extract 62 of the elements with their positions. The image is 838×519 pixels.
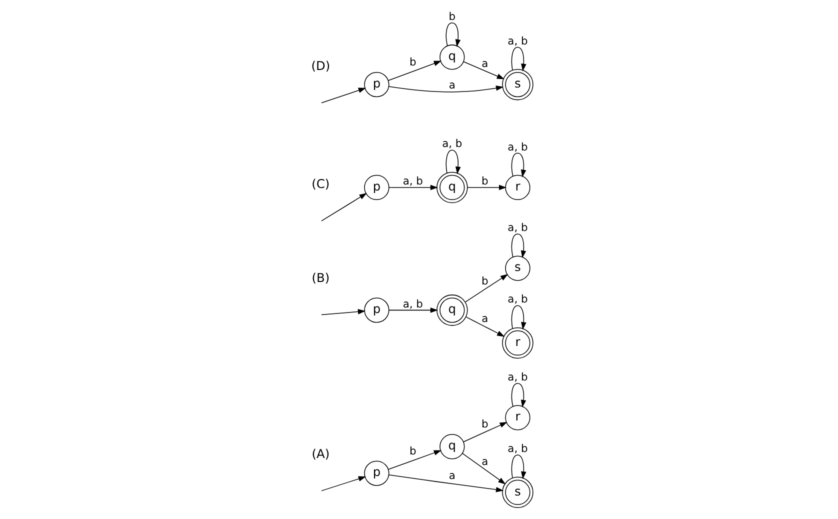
arrow	[321, 309, 366, 316]
label: (D)	[311, 58, 330, 73]
edge-label: a	[448, 468, 456, 482]
edge-label: b	[482, 418, 488, 431]
edge-label: b	[482, 274, 488, 288]
arrow	[467, 184, 507, 190]
node-circle: r	[505, 405, 530, 430]
edge-label: a	[482, 455, 488, 468]
arrow	[462, 453, 506, 484]
node-circle: r	[502, 327, 534, 359]
node-circle: s	[505, 256, 530, 281]
arrow	[321, 476, 366, 492]
arrow	[388, 474, 504, 492]
edge-label: a, b	[402, 297, 423, 310]
edge-label: a, b	[508, 34, 528, 48]
label: (A)	[312, 446, 330, 461]
edge-label: b	[410, 444, 416, 458]
arrow	[464, 274, 508, 302]
node-circle: p	[364, 72, 390, 98]
arrow	[388, 308, 438, 313]
arrow	[463, 422, 508, 442]
arrow	[511, 382, 526, 408]
label: (C)	[312, 177, 330, 192]
edge-label: a	[448, 78, 456, 92]
node-circle: p	[364, 174, 390, 200]
arrow	[388, 60, 442, 81]
arrow	[388, 450, 442, 470]
arrow	[388, 184, 438, 190]
node-circle: s	[502, 68, 534, 100]
edge-label: a, b	[508, 370, 528, 384]
edge-label: a, b	[442, 137, 462, 150]
arrow	[463, 61, 505, 80]
node-circle: q	[440, 434, 465, 460]
edge-label: a, b	[508, 292, 528, 306]
node-circle: p	[364, 460, 390, 486]
edge-label: b	[482, 174, 488, 188]
arrow	[511, 46, 526, 72]
node-circle: p	[364, 298, 390, 323]
arrow	[511, 305, 526, 330]
edge-label: a, b	[508, 442, 528, 456]
edge-label: a	[482, 57, 488, 70]
arrow	[466, 316, 505, 337]
node-circle: q	[440, 44, 465, 70]
edge-label: a, b	[508, 221, 528, 234]
edge-label: b	[448, 10, 456, 23]
arrow	[388, 85, 504, 92]
node-circle: r	[505, 174, 530, 200]
label: (B)	[312, 270, 330, 285]
node-circle: q	[436, 172, 468, 204]
arrow	[446, 150, 461, 174]
arrow	[446, 22, 461, 48]
arrow	[511, 454, 526, 480]
arrow	[511, 234, 526, 258]
edge-label: a, b	[508, 140, 528, 154]
edge-label: b	[410, 56, 416, 69]
arrow	[321, 88, 366, 104]
edge-label: a	[482, 312, 488, 325]
node-circle: q	[436, 294, 468, 326]
arrow	[321, 193, 367, 222]
arrow	[511, 152, 526, 178]
node-circle: s	[502, 476, 534, 508]
edge-label: a, b	[402, 174, 423, 188]
